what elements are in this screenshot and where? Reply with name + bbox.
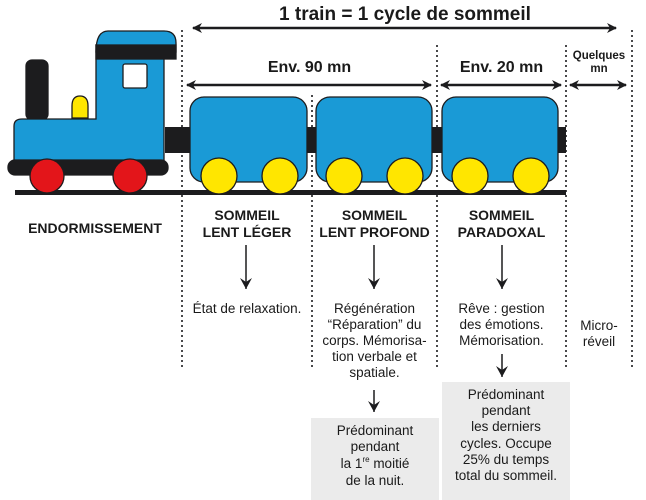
diagram-title: 1 train = 1 cycle de sommeil: [279, 4, 531, 25]
description-line: corps. Mémorisa-: [322, 332, 427, 348]
phase-deep-sleep: SOMMEIL LENT PROFOND: [312, 207, 437, 240]
phase-light-sleep: SOMMEIL LENT LÉGER: [182, 207, 312, 240]
note-line: de la nuit.: [345, 472, 405, 488]
description-light-sleep: État de relaxation.: [192, 301, 302, 316]
phase-title-line1: SOMMEIL: [468, 207, 535, 223]
wagon-light-sleep: [189, 96, 308, 195]
coupler: [556, 127, 566, 153]
phase-rem-sleep: SOMMEIL PARADOXAL: [437, 207, 566, 240]
duration-rem-sleep: Env. 20 mn: [459, 59, 544, 76]
note-rem-sleep: Prédominant pendant les derniers cycles.…: [442, 382, 570, 500]
note-line: Prédominant: [336, 423, 414, 438]
description-line: réveil: [582, 333, 616, 349]
wheel-yellow: [261, 157, 299, 195]
wheel-yellow: [200, 157, 238, 195]
description-line: Micro-: [580, 318, 618, 333]
description-line: “Réparation” du: [327, 316, 422, 332]
note-line: cycles. Occupe: [460, 435, 552, 451]
description-line: Mémorisation.: [459, 332, 544, 348]
lamp: [71, 95, 89, 119]
cab-window: [122, 63, 148, 89]
phase-title-line2: LENT PROFOND: [319, 223, 430, 240]
description-line: Rêve : gestion: [458, 301, 545, 316]
note-line: Prédominant: [467, 387, 545, 402]
note-line: pendant: [350, 439, 400, 455]
note-deep-sleep: Prédominant pendant la 1re moitié de la …: [311, 418, 439, 500]
roof-band: [95, 44, 177, 60]
duration-micro-wake-line2: mn: [590, 62, 608, 75]
phase-title-line1: SOMMEIL: [214, 207, 280, 223]
wheel-yellow: [386, 157, 424, 195]
locomotive: [7, 30, 177, 194]
description-line: tion verbale et: [332, 348, 417, 364]
chimney: [25, 59, 49, 121]
note-line: 25% du temps: [462, 451, 550, 467]
note-line: les derniers: [471, 419, 541, 435]
rail-track: [15, 190, 566, 195]
phase-title-line2: LENT LÉGER: [202, 223, 292, 240]
wheel-yellow: [512, 157, 550, 195]
duration-micro-wake-line1: Quelques: [572, 50, 626, 62]
wheel-red: [29, 158, 65, 194]
coupler: [430, 127, 444, 153]
wagon-rem-sleep: [441, 96, 559, 195]
note-line: pendant: [481, 403, 531, 419]
description-line: Régénération: [333, 301, 416, 316]
wheel-yellow: [325, 157, 363, 195]
description-rem-sleep: Rêve : gestion des émotions. Mémorisatio…: [437, 301, 566, 349]
phase-title-line1: SOMMEIL: [341, 207, 408, 223]
description-line: des émotions.: [459, 316, 544, 332]
description-line: spatiale.: [349, 364, 400, 380]
duration-micro-wake: Quelques mn: [566, 50, 632, 75]
duration-slow-sleep: Env. 90 mn: [267, 59, 352, 76]
wheel-red: [112, 158, 148, 194]
phase-sleep-onset: ENDORMISSEMENT: [28, 220, 162, 236]
description-micro-wake: Micro- réveil: [566, 318, 632, 350]
phase-title-line2: PARADOXAL: [457, 223, 546, 240]
wagon-deep-sleep: [315, 96, 433, 195]
note-line: total du sommeil.: [454, 467, 558, 483]
wheel-yellow: [451, 157, 489, 195]
note-line: la 1re moitié: [340, 455, 410, 472]
description-deep-sleep: Régénération “Réparation” du corps. Mémo…: [312, 301, 437, 381]
